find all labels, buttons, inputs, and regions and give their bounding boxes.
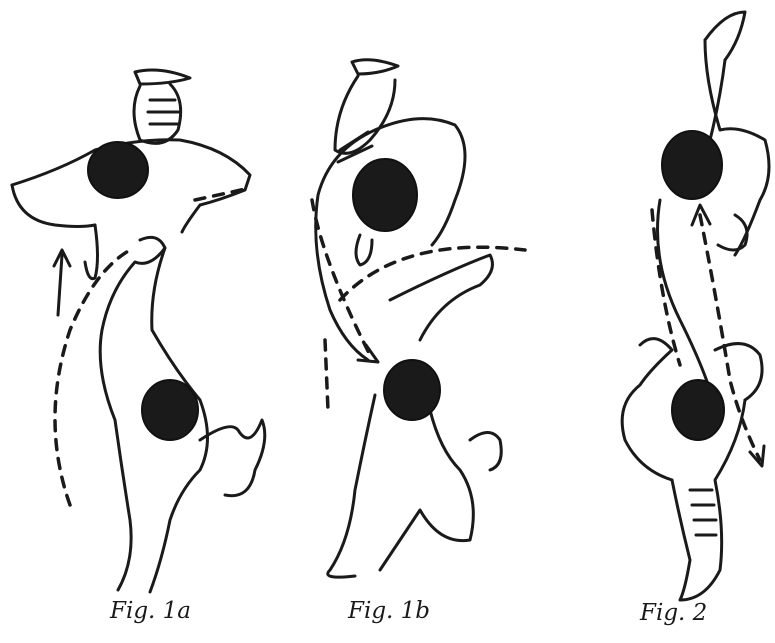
fig1b-bottom-head xyxy=(384,360,440,420)
fig1b-top-head xyxy=(353,159,417,231)
fig1b-leg-shading xyxy=(338,132,372,162)
fig-1a-caption: Fig. 1a xyxy=(110,598,191,624)
fig1a-top-wrestler xyxy=(12,70,250,279)
fig-1b-caption: Fig. 1b xyxy=(348,598,430,624)
fig1a-top-legs xyxy=(134,84,181,143)
fig1a-top-head xyxy=(88,142,148,198)
figure-2 xyxy=(622,12,769,600)
fig1b-bottom-arm xyxy=(390,255,492,340)
fig2-top-wrestler xyxy=(658,12,770,390)
fig1a-top-forearm xyxy=(85,225,98,279)
fig1a-top-foot xyxy=(135,70,190,84)
fig1b-bottom-body-left xyxy=(328,395,375,577)
fig1a-motion-path xyxy=(55,250,130,505)
fig2-bottom-wrestler xyxy=(622,339,762,600)
fig1b-top-legs xyxy=(335,76,395,153)
fig1a-bottom-fist xyxy=(200,420,265,496)
figure-1b xyxy=(312,60,525,577)
fig1b-bottom-body-right xyxy=(380,410,473,570)
fig1b-top-foot xyxy=(352,60,398,74)
figure-1a xyxy=(12,70,265,592)
fig2-top-arm xyxy=(658,200,711,390)
fig1a-bottom-wrestler xyxy=(100,237,265,592)
fig2-bottom-shoulder xyxy=(715,344,762,400)
fig1b-bottom-fist xyxy=(470,433,501,471)
fig2-leg-shading xyxy=(690,490,716,535)
fig1b-motion-path-side xyxy=(325,340,328,410)
fig1a-bottom-head xyxy=(142,380,198,440)
fig2-bottom-head xyxy=(672,380,724,440)
fig1b-motion-path-arc xyxy=(340,247,525,300)
fig1b-top-hand xyxy=(356,235,372,265)
fig1a-top-left-arm xyxy=(12,185,95,227)
fig1a-arrow-shaft xyxy=(58,255,62,315)
fig1a-leg-shading xyxy=(148,100,180,124)
fig-2-caption: Fig. 2 xyxy=(640,600,707,626)
fig2-top-hand xyxy=(718,215,747,250)
fig2-bottom-arm xyxy=(622,339,672,480)
fig1b-bottom-wrestler xyxy=(328,255,501,577)
fig1b-top-wrestler xyxy=(316,60,465,360)
fig2-top-head xyxy=(662,131,722,199)
fig2-top-foot xyxy=(705,12,745,60)
